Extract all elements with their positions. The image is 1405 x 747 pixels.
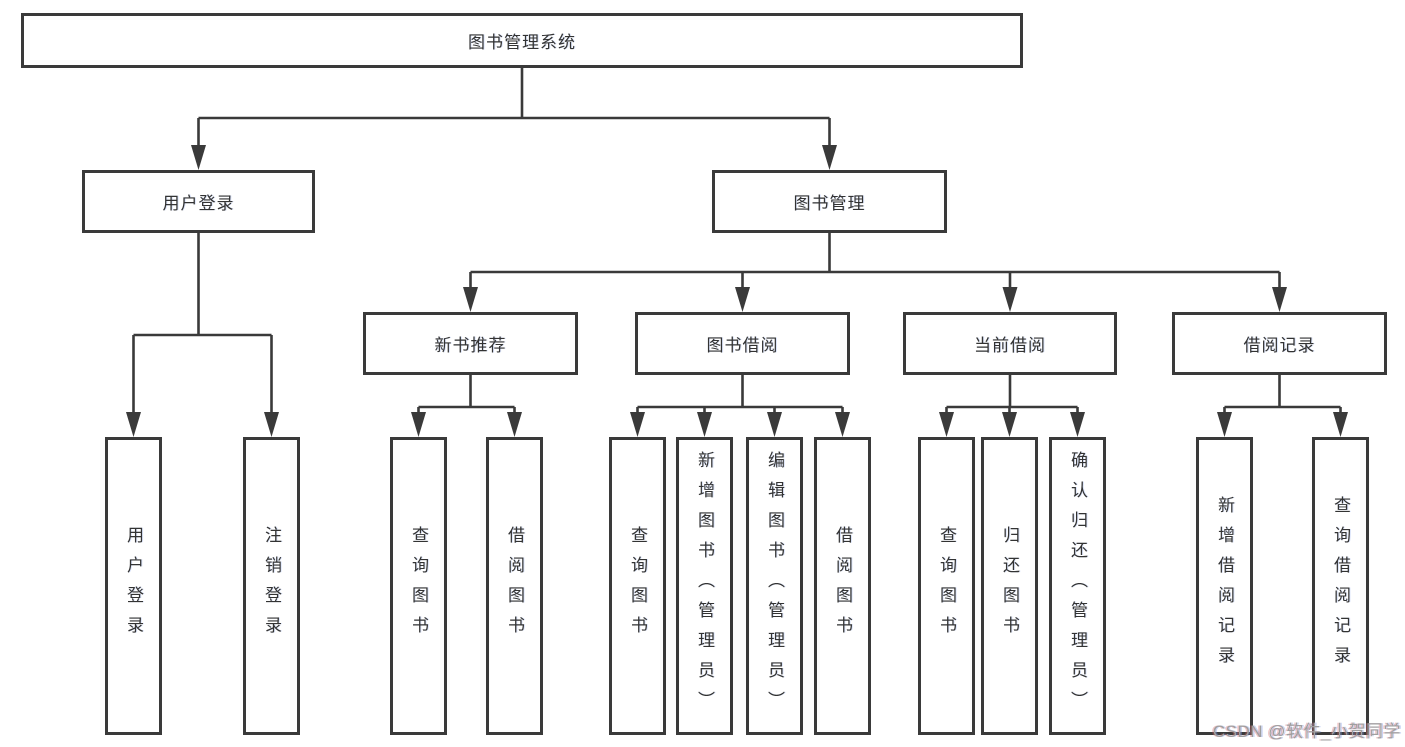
node-label: 图书管理系统: [468, 33, 576, 52]
arrowhead-icon: [1070, 412, 1085, 437]
node-label: 借阅图书: [833, 526, 852, 646]
leaf-add-borrow-record: 新增借阅记录: [1196, 437, 1253, 735]
node-label: 新书推荐: [434, 336, 507, 355]
node-label: 用户登录: [124, 526, 143, 646]
arrowhead-icon: [697, 412, 712, 437]
arrowhead-icon: [126, 412, 141, 437]
arrowhead-icon: [411, 412, 426, 437]
node-borrowing-records: 借阅记录: [1172, 312, 1387, 375]
arrowhead-icon: [1272, 287, 1287, 312]
arrowhead-icon: [1002, 412, 1017, 437]
leaf-query-borrow-record: 查询借阅记录: [1312, 437, 1369, 735]
node-label: 查询图书: [937, 526, 956, 646]
arrowhead-icon: [767, 412, 782, 437]
arrowhead-icon: [939, 412, 954, 437]
arrowhead-icon: [463, 287, 478, 312]
leaf-query-books-recommend: 查询图书: [390, 437, 447, 735]
arrowhead-icon: [835, 412, 850, 437]
node-book-management: 图书管理: [712, 170, 947, 233]
arrowhead-icon: [735, 287, 750, 312]
node-label: 新增借阅记录: [1215, 496, 1234, 676]
node-label: 新增图书（管理员）: [695, 451, 714, 721]
arrowhead-icon: [1333, 412, 1348, 437]
node-label: 查询图书: [409, 526, 428, 646]
node-label: 查询图书: [628, 526, 647, 646]
arrowhead-icon: [507, 412, 522, 437]
node-book-borrowing: 图书借阅: [635, 312, 850, 375]
node-label: 图书借阅: [706, 336, 779, 355]
node-label: 归还图书: [1000, 526, 1019, 646]
leaf-add-books-admin: 新增图书（管理员）: [676, 437, 733, 735]
arrowhead-icon: [1002, 287, 1018, 312]
node-user-login: 用户登录: [82, 170, 315, 233]
csdn-watermark: CSDN @软件_小贺同学: [1212, 722, 1401, 741]
leaf-return-books: 归还图书: [981, 437, 1038, 735]
leaf-borrow-books: 借阅图书: [814, 437, 871, 735]
leaf-borrow-books-recommend: 借阅图书: [486, 437, 543, 735]
leaf-logout: 注销登录: [243, 437, 300, 735]
node-new-book-recommendation: 新书推荐: [363, 312, 578, 375]
leaf-confirm-return-admin: 确认归还（管理员）: [1049, 437, 1106, 735]
node-label: 当前借阅: [974, 336, 1046, 355]
arrowhead-icon: [822, 145, 837, 170]
arrowhead-icon: [191, 145, 206, 170]
node-label: 编辑图书（管理员）: [765, 451, 784, 721]
arrowhead-icon: [264, 412, 279, 437]
leaf-query-books-borrow: 查询图书: [609, 437, 666, 735]
node-label: 图书管理: [793, 194, 866, 213]
node-label: 借阅图书: [505, 526, 524, 646]
node-current-borrowing: 当前借阅: [903, 312, 1117, 375]
leaf-query-books-current: 查询图书: [918, 437, 975, 735]
node-label: 用户登录: [162, 194, 235, 213]
node-label: 查询借阅记录: [1331, 496, 1350, 676]
node-label: 确认归还（管理员）: [1068, 451, 1087, 721]
arrowhead-icon: [1217, 412, 1232, 437]
leaf-edit-books-admin: 编辑图书（管理员）: [746, 437, 803, 735]
leaf-user-login: 用户登录: [105, 437, 162, 735]
arrowhead-icon: [630, 412, 645, 437]
node-label: 注销登录: [262, 526, 281, 646]
node-label: 借阅记录: [1243, 336, 1316, 355]
node-library-management-system: 图书管理系统: [21, 13, 1023, 68]
